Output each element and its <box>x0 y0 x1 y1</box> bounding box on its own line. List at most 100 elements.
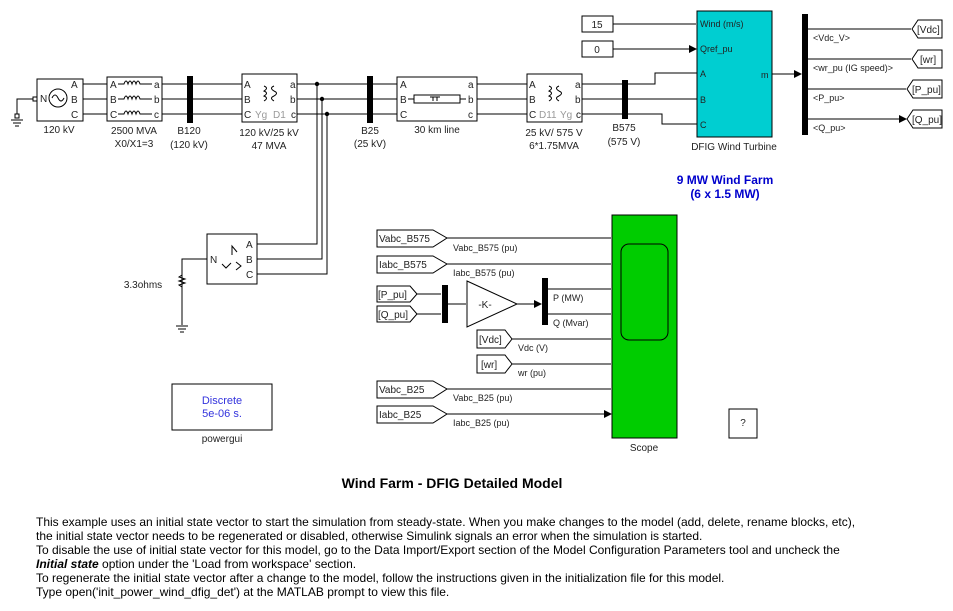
port-c: C <box>246 270 253 281</box>
from-q-pu[interactable]: [Q_pu] <box>376 305 418 323</box>
resistor-label: 3.3ohms <box>124 280 162 291</box>
signal-label: Iabc_B25 (pu) <box>453 418 510 428</box>
port-c: C <box>244 110 251 121</box>
powergui-block[interactable]: Discrete 5e-06 s. powergui <box>171 383 273 445</box>
qref-constant[interactable]: 0 <box>581 40 614 58</box>
scope-block[interactable]: Scope <box>611 214 678 454</box>
ground-icon <box>176 325 188 333</box>
signal-label: <Vdc_V> <box>813 33 850 43</box>
demux[interactable] <box>542 278 548 325</box>
label: (120 kV) <box>170 140 208 151</box>
label: B575 <box>612 123 636 134</box>
description-line: To disable the use of initial state vect… <box>36 543 840 557</box>
goto-q-pu[interactable]: [Q_pu] <box>906 109 943 129</box>
label: B120 <box>177 126 201 137</box>
port-n: N <box>210 255 217 266</box>
description-line: the initial state vector needs to be reg… <box>36 529 703 543</box>
signal-label: Vabc_B25 (pu) <box>453 393 512 403</box>
label: DFIG Wind Turbine <box>691 142 777 153</box>
description-line: This example uses an initial state vecto… <box>36 515 856 529</box>
demux-outputs: <Vdc_V> <wr_pu (IG speed)> <P_pu> <Q_pu> <box>808 28 911 133</box>
signal-label: <wr_pu (IG speed)> <box>813 63 893 73</box>
model-title: Wind Farm - DFIG Detailed Model <box>342 475 563 491</box>
bus-b120[interactable]: B120 (120 kV) <box>170 76 208 151</box>
gain-block[interactable]: -K- <box>466 280 519 328</box>
winding-label: D1 <box>273 110 286 121</box>
bus-b25[interactable]: B25 (25 kV) <box>354 76 386 150</box>
dfig-wind-turbine[interactable]: Wind (m/s) Qref_pu A B C m DFIG Wind Tur… <box>691 10 777 153</box>
tag: Vabc_B575 <box>379 234 430 245</box>
port-wind: Wind (m/s) <box>700 19 744 29</box>
sample-time: 5e-06 s. <box>202 408 242 420</box>
from-vdc[interactable]: [Vdc] <box>476 329 513 349</box>
label: 2500 MVA <box>111 126 157 137</box>
goto-p-pu[interactable]: [P_pu] <box>906 79 943 99</box>
bus-b575[interactable]: B575 (575 V) <box>608 80 641 148</box>
label: Scope <box>630 443 659 454</box>
line-30km[interactable]: A B C a b c 30 km line <box>396 76 478 136</box>
zigzag-grounding-transformer[interactable]: N A B C <box>206 233 258 285</box>
port-m: m <box>761 70 769 80</box>
goto-vdc[interactable]: [Vdc] <box>911 19 943 39</box>
signal-label: Vabc_B575 (pu) <box>453 243 517 253</box>
port-b: B <box>529 95 536 106</box>
winding-label: Yg <box>560 110 572 121</box>
tag: [Q_pu] <box>912 115 942 126</box>
mux[interactable] <box>442 285 448 323</box>
bus-selector[interactable] <box>802 14 808 135</box>
tag: [P_pu] <box>378 290 407 301</box>
from-iabc-b575[interactable]: Iabc_B575 <box>376 255 448 274</box>
port-c-out: c <box>154 110 159 121</box>
port-qref: Qref_pu <box>700 44 733 54</box>
transformer-120kv-25kv[interactable]: A B C a b c Yg D1 120 kV/25 kV 47 MVA <box>239 73 299 152</box>
signal-label: Vdc (V) <box>518 343 548 353</box>
from-vabc-b575[interactable]: Vabc_B575 <box>376 229 448 248</box>
tag: [Vdc] <box>917 25 940 36</box>
signal-label: Q (Mvar) <box>553 318 589 328</box>
port-b-out: b <box>154 95 160 106</box>
tag: [Q_pu] <box>378 310 408 321</box>
signal-label: wr (pu) <box>517 368 546 378</box>
port-b: B <box>71 95 78 106</box>
initial-state-emphasis: Initial state <box>36 557 99 571</box>
port-c-out: c <box>576 110 581 121</box>
goto-wr[interactable]: [wr] <box>911 49 943 69</box>
port-a: A <box>529 80 536 91</box>
grounding-transformer-2500mva[interactable]: A B C a b c 2500 MVA X0/X1=3 <box>106 76 163 150</box>
wind-speed-constant[interactable]: 15 <box>581 15 614 33</box>
value: 15 <box>591 20 603 31</box>
from-vabc-b25[interactable]: Vabc_B25 <box>376 380 448 399</box>
label: (575 V) <box>608 137 641 148</box>
signal-label: P (MW) <box>553 293 583 303</box>
port-a-out: a <box>468 80 474 91</box>
help-button[interactable]: ? <box>728 408 758 439</box>
from-wr[interactable]: [wr] <box>476 354 513 374</box>
port-c-out: c <box>291 110 296 121</box>
label: 47 MVA <box>252 141 287 152</box>
neutral-resistor[interactable]: 3.3ohms <box>124 258 207 325</box>
port-a-out: a <box>575 80 581 91</box>
label: 120 kV/25 kV <box>239 128 299 139</box>
transformer-25kv-575v[interactable]: A B C a b c D11 Yg 25 kV/ 575 V 6*1.75MV… <box>525 73 583 152</box>
port-a-out: a <box>290 80 296 91</box>
tag: [P_pu] <box>912 85 941 96</box>
from-iabc-b25[interactable]: Iabc_B25 <box>376 405 448 424</box>
port-b: B <box>110 95 117 106</box>
tag: [wr] <box>920 55 936 66</box>
port-c: C <box>700 120 707 130</box>
port-b-out: b <box>468 95 474 106</box>
scope-wiring: Vabc_B575 (pu) Iabc_B575 (pu) P (MW) Q (… <box>417 237 611 428</box>
port-b: B <box>244 95 251 106</box>
label: 25 kV/ 575 V <box>525 128 583 139</box>
signal-label: <Q_pu> <box>813 123 846 133</box>
port-c: C <box>71 110 78 121</box>
port-c-out: c <box>468 110 473 121</box>
label: powergui <box>202 434 243 445</box>
port-b: B <box>700 95 706 105</box>
port-b-out: b <box>575 95 581 106</box>
from-p-pu[interactable]: [P_pu] <box>376 285 418 303</box>
description-text: option under the 'Load from workspace' s… <box>98 557 357 571</box>
three-phase-source[interactable]: N A B C 120 kV <box>32 78 84 136</box>
winding-label: D11 <box>539 110 557 121</box>
